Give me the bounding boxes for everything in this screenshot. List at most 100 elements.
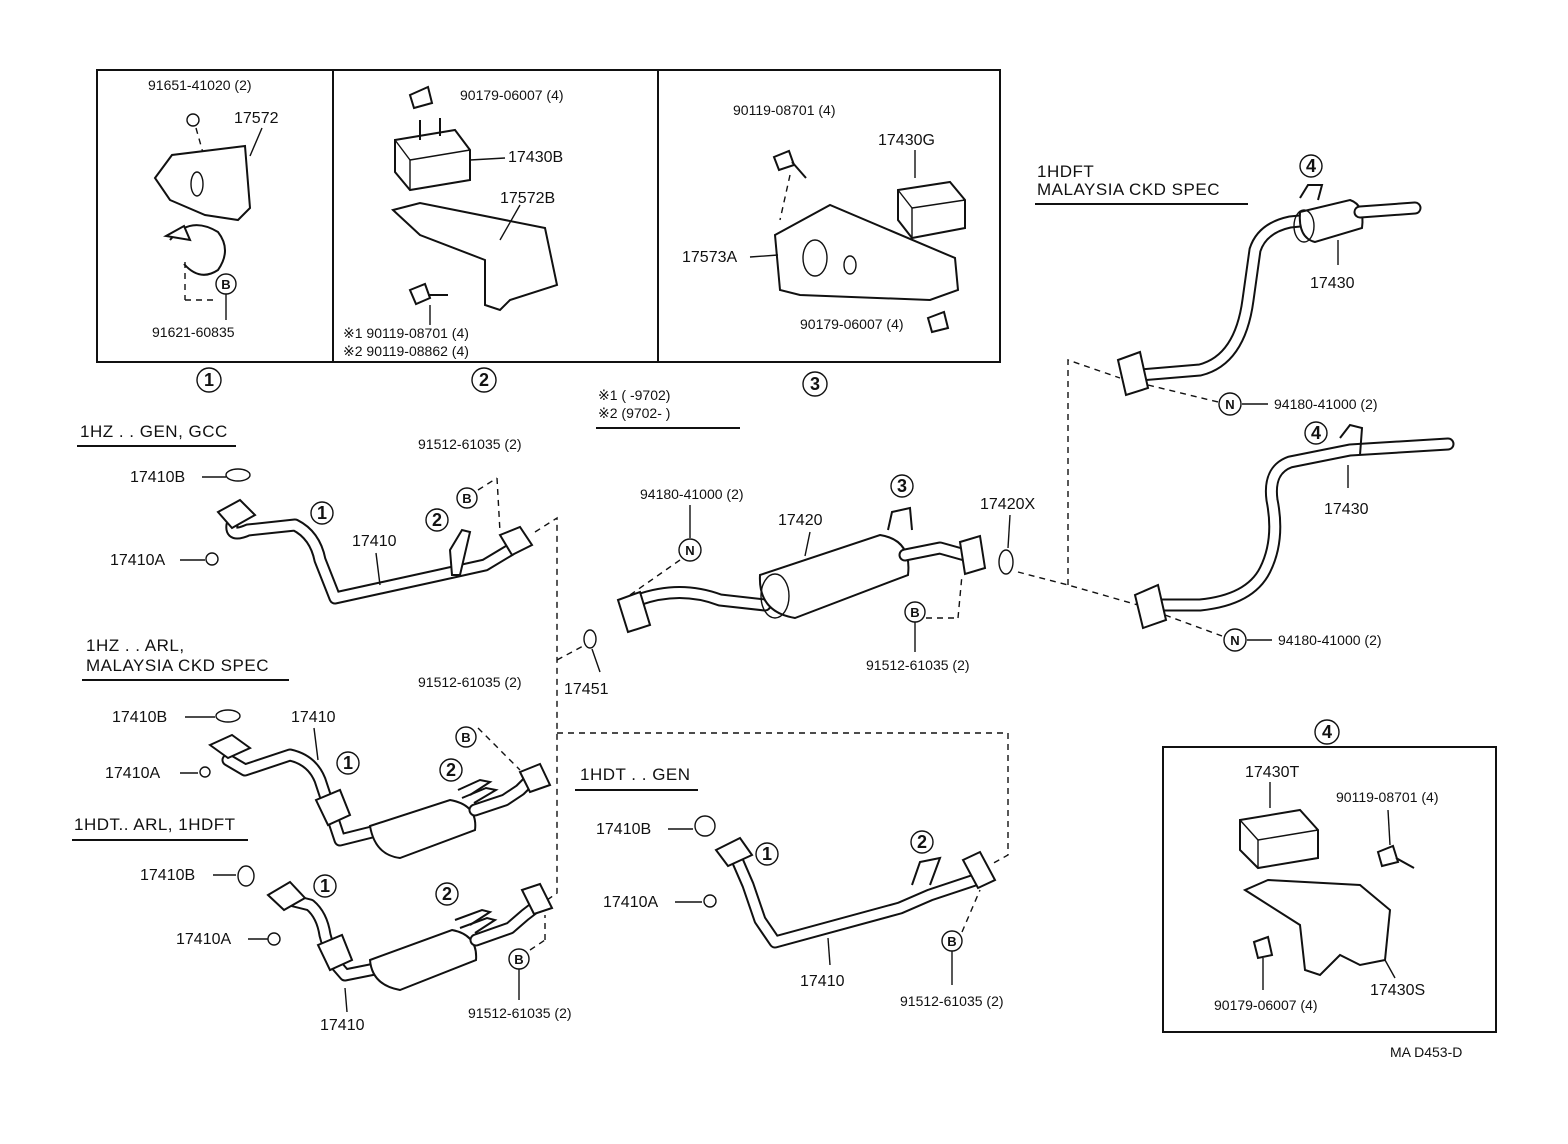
s2-part-17410b: 17410B	[112, 709, 167, 726]
s1-marker-1: 1	[317, 503, 327, 523]
right-marker-n-b: N	[1230, 633, 1239, 648]
center-marker-b: B	[910, 605, 919, 620]
right-marker-n-a: N	[1225, 397, 1234, 412]
box-number-3-text: 3	[810, 374, 820, 394]
box-number-3: 3	[802, 371, 828, 397]
s1-part-17410b: 17410B	[130, 469, 185, 486]
s2-marker-1: 1	[343, 753, 353, 773]
box-number-1: 1	[196, 367, 222, 393]
center-part-17420x: 17420X	[980, 496, 1035, 513]
center-marker-n: N	[685, 543, 694, 558]
right-marker-4a: 4	[1306, 156, 1316, 176]
s1-part-17410: 17410	[352, 533, 397, 550]
right-title-1: 1HDFT	[1037, 162, 1094, 181]
right-title-2: MALAYSIA CKD SPEC	[1037, 180, 1220, 199]
section-3-title: 1HDT.. ARL, 1HDFT	[74, 815, 236, 834]
b4-part-90119: 90119-08701 (4)	[1336, 789, 1438, 805]
s1-marker-2: 2	[432, 510, 442, 530]
b4-part-17430t: 17430T	[1245, 764, 1299, 781]
s2-marker-2: 2	[446, 760, 456, 780]
right-marker-4b: 4	[1311, 423, 1321, 443]
section-1hz-gen-gcc: 1HZ . . GEN, GCC 17410B 17410A 1 2 17410…	[77, 422, 534, 605]
clamp	[169, 224, 226, 276]
s4-part-91512: 91512-61035 (2)	[900, 993, 1004, 1009]
detail-box-1: 91651-41020 (2) 17572 B 91621-60835	[96, 69, 334, 363]
center-part-17420: 17420	[778, 512, 823, 529]
s2-marker-b: B	[461, 730, 470, 745]
section-1hdt-gen: 1HDT . . GEN 17410B 17410A 1 2 17410 B 9…	[575, 765, 1004, 1009]
legend-line-1: ※1 ( -9702)	[598, 387, 670, 403]
s4-part-17410a: 17410A	[603, 894, 658, 911]
part-17573a: 17573A	[682, 249, 737, 266]
right-part-17430-b: 17430	[1324, 501, 1369, 518]
s2-part-91512: 91512-61035 (2)	[418, 674, 522, 690]
s2-part-17410: 17410	[291, 709, 336, 726]
s3-part-91512: 91512-61035 (2)	[468, 1005, 572, 1021]
part-17430b: 17430B	[508, 149, 563, 166]
box-number-4-text: 4	[1322, 722, 1332, 742]
bracket-17573a	[773, 203, 960, 302]
part-90179-06007-b3: 90179-06007 (4)	[800, 316, 904, 332]
center-muffler-body	[758, 533, 910, 620]
box-number-1-text: 1	[204, 370, 214, 390]
right-part-17430-a: 17430	[1310, 275, 1355, 292]
part-91651-41020: 91651-41020 (2)	[148, 77, 252, 93]
part-17572: 17572	[234, 110, 279, 127]
marker-b-letter: B	[221, 277, 230, 292]
box-number-2: 2	[471, 367, 497, 393]
box-number-2-text: 2	[479, 370, 489, 390]
s1-marker-b: B	[462, 491, 471, 506]
detail-box-3: 90119-08701 (4) 17430G 17573A 90179-0600…	[657, 69, 1001, 363]
s2-catalyst	[314, 788, 352, 827]
note-2: ※2 90119-08862 (4)	[343, 343, 469, 359]
s1-part-91512: 91512-61035 (2)	[418, 436, 522, 452]
s3-part-17410a: 17410A	[176, 931, 231, 948]
part-17451: 17451	[564, 681, 609, 698]
bracket-17572b	[390, 201, 559, 312]
s3-marker-2: 2	[442, 884, 452, 904]
s2-part-17410a: 17410A	[105, 765, 160, 782]
detail-box-4: 4 17430T 90119-08701 (4) 17430S 90179-06…	[1162, 719, 1497, 1033]
section-right-tailpipes: 1HDFT MALAYSIA CKD SPEC 4 17430 N 94180-…	[1035, 154, 1455, 652]
s4-part-17410b: 17410B	[596, 821, 651, 838]
right-muffler-17430	[1298, 198, 1364, 244]
b4-part-17430s: 17430S	[1370, 982, 1425, 999]
drawing-code: MA D453-D	[1390, 1044, 1462, 1060]
b4-mount	[1239, 808, 1319, 870]
note-1: ※1 90119-08701 (4)	[343, 325, 469, 341]
section-1hdt-arl: 1HDT.. ARL, 1HDFT 17410B 17410A 1 2 1741…	[72, 815, 572, 1034]
center-muffler-17420: 94180-41000 (2) N 17420 3 17420X B 91512…	[616, 474, 1035, 673]
mount-17430g	[897, 180, 966, 240]
connector-left	[534, 516, 558, 906]
section-4-title: 1HDT . . GEN	[580, 765, 691, 784]
b4-bracket	[1242, 878, 1392, 977]
section-2-title-2: MALAYSIA CKD SPEC	[86, 656, 269, 675]
s3-marker-1: 1	[320, 876, 330, 896]
s4-marker-2: 2	[917, 832, 927, 852]
b4-part-90179: 90179-06007 (4)	[1214, 997, 1318, 1013]
part-90119-08701: 90119-08701 (4)	[733, 102, 835, 118]
legend: ※1 ( -9702) ※2 (9702- )	[596, 387, 740, 429]
part-91621-60835: 91621-60835	[152, 324, 235, 340]
s4-marker-b: B	[947, 934, 956, 949]
s3-marker-b: B	[514, 952, 523, 967]
s3-part-17410b: 17410B	[140, 867, 195, 884]
section-2-title-1: 1HZ . . ARL,	[86, 636, 185, 655]
part-17430g: 17430G	[878, 132, 935, 149]
s4-marker-1: 1	[762, 844, 772, 864]
s3-muffler	[368, 928, 478, 992]
section-1-title: 1HZ . . GEN, GCC	[80, 422, 228, 441]
detail-box-2: 90179-06007 (4) 17430B 17572B ※1 90119-0…	[332, 69, 659, 363]
center-part-94180: 94180-41000 (2)	[640, 486, 744, 502]
right-part-94180-a: 94180-41000 (2)	[1274, 396, 1378, 412]
gasket-17420x	[998, 549, 1014, 575]
part-17572b: 17572B	[500, 190, 555, 207]
center-marker-3: 3	[897, 476, 907, 496]
legend-line-2: ※2 (9702- )	[598, 405, 670, 421]
gasket-17451	[583, 629, 597, 649]
center-part-91512: 91512-61035 (2)	[866, 657, 970, 673]
section-1hz-arl: 1HZ . . ARL, MALAYSIA CKD SPEC 17410B 17…	[82, 636, 552, 860]
right-part-94180-b: 94180-41000 (2)	[1278, 632, 1382, 648]
connector-mid	[557, 732, 1009, 866]
